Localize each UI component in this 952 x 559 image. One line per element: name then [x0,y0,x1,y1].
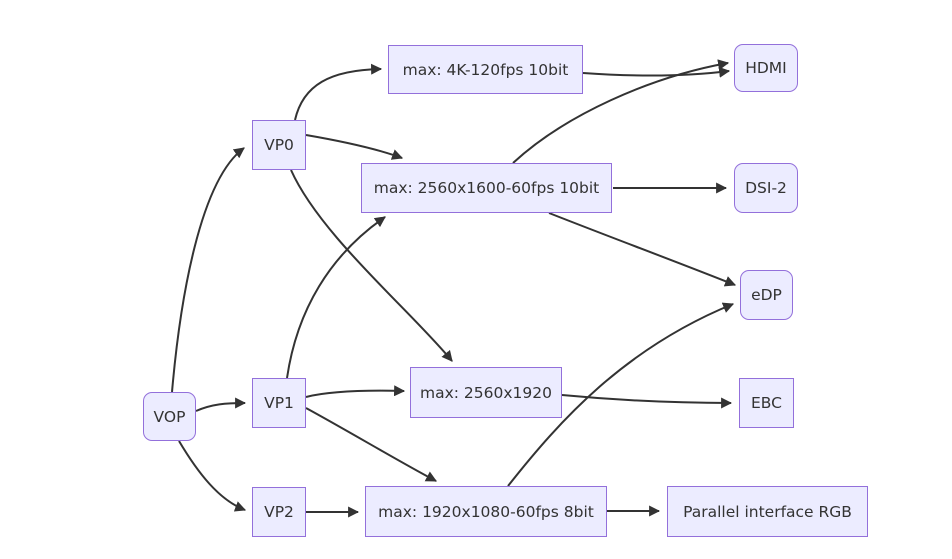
edge-vp1-to-max2560x1920 [305,385,406,398]
edge-vp1-to-max2560x1600 [286,216,386,379]
edge-vp1-to-max1920 [305,407,437,482]
node-parallel-interface-rgb: Parallel interface RGB [667,486,868,537]
node-max-4k-120fps-10bit: max: 4K-120fps 10bit [388,45,583,94]
edge-max4k-to-hdmi [582,66,731,78]
node-vop: VOP [143,392,196,441]
node-max-2560x1600-60fps-10bit: max: 2560x1600-60fps 10bit [361,163,612,213]
node-vp1: VP1 [252,378,306,428]
edge-vop-to-vp1 [195,397,247,412]
edge-vp0-to-max2560x1920 [290,169,453,362]
node-vp2: VP2 [252,487,306,537]
edge-vop-to-vp0 [171,147,245,393]
edge-vop-to-vp2 [178,440,247,512]
edge-max1920-to-edp [507,302,735,487]
node-max-2560x1920: max: 2560x1920 [410,367,562,418]
edge-max2560x1920-to-ebc [561,394,733,409]
node-vp0: VP0 [252,120,306,170]
node-edp: eDP [740,270,793,320]
node-max-1920x1080-60fps-8bit: max: 1920x1080-60fps 8bit [365,486,607,537]
node-ebc: EBC [739,378,794,428]
edge-vp0-to-max4k [294,63,383,121]
edge-max2560x1600-to-edp [548,212,737,287]
node-dsi-2: DSI-2 [734,163,798,213]
edge-vp0-to-max2560x1600 [305,134,404,160]
node-hdmi: HDMI [734,44,798,92]
edge-max2560x1600-to-hdmi [512,59,730,164]
